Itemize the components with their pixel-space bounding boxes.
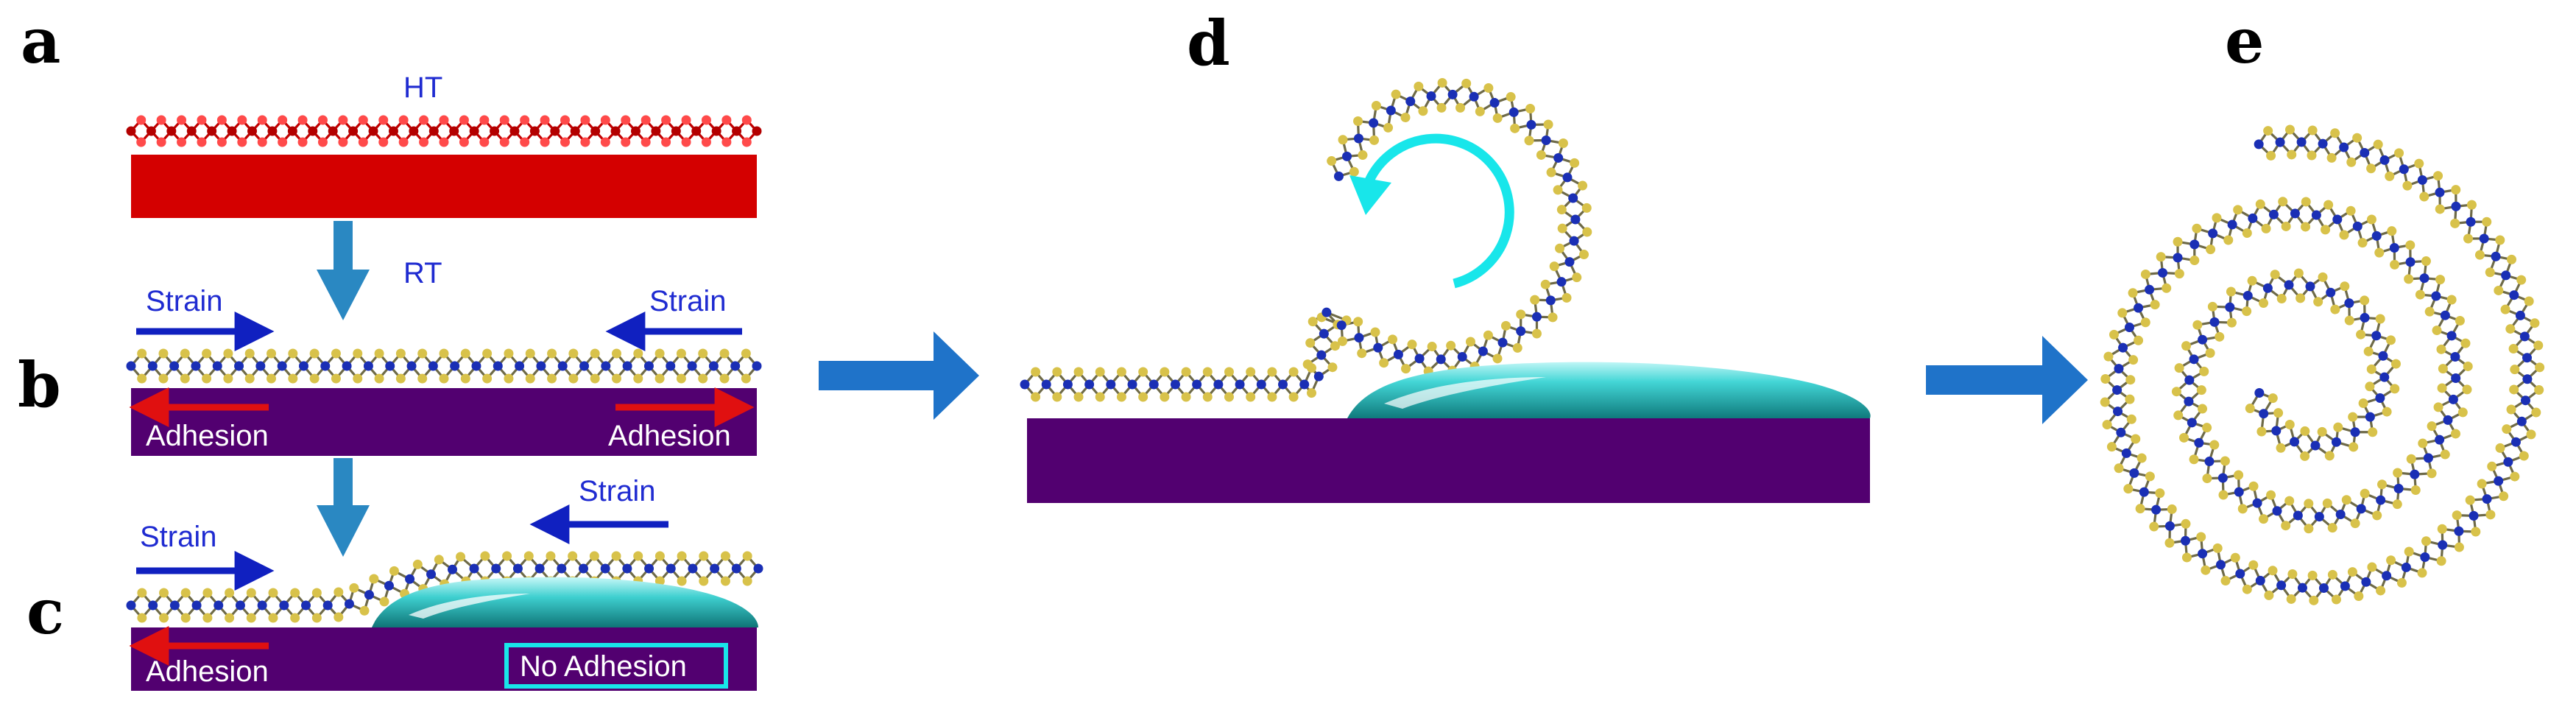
- right-arrow-icon: [1926, 336, 2088, 424]
- substrate-b: [131, 388, 757, 456]
- rolled-scroll-lattice-e: [2100, 124, 2545, 605]
- down-arrow-icon: [317, 221, 370, 320]
- panel-label-d: d: [1187, 7, 1230, 80]
- no-adhesion-label: No Adhesion: [520, 650, 687, 683]
- curved-arrow-icon: [1349, 133, 1514, 289]
- peeling-lattice-d: [1020, 77, 1592, 402]
- lattice-b: [126, 348, 762, 384]
- droplet-highlight-d: [1384, 377, 1546, 409]
- lattice-c: [126, 551, 763, 623]
- substrate-d: [1027, 418, 1870, 503]
- panel-label-a: a: [21, 4, 60, 77]
- strain-label-left-b: Strain: [146, 285, 223, 317]
- substrate-c: [131, 627, 757, 691]
- strain-label-right-b: Strain: [649, 285, 727, 317]
- panel-label-e: e: [2225, 4, 2264, 77]
- water-droplet-c: [372, 577, 758, 627]
- panel-label-c: c: [27, 575, 64, 648]
- droplet-highlight-c: [409, 594, 530, 619]
- water-droplet-d: [1347, 362, 1871, 418]
- hot-lattice-a: [126, 115, 762, 147]
- high-temperature-label: HT: [403, 71, 442, 104]
- room-temperature-label: RT: [403, 257, 442, 289]
- panel-label-b: b: [18, 348, 61, 421]
- hot-substrate: [131, 155, 757, 218]
- adhesion-label-right-b: Adhesion: [608, 420, 731, 452]
- strain-label-left-c: Strain: [140, 521, 217, 553]
- strain-label-right-c: Strain: [579, 475, 656, 507]
- right-arrow-icon: [819, 331, 979, 420]
- adhesion-label-left-b: Adhesion: [146, 420, 269, 452]
- no-adhesion-box: [504, 643, 728, 689]
- down-arrow-icon: [317, 458, 370, 557]
- adhesion-label-left-c: Adhesion: [146, 655, 269, 688]
